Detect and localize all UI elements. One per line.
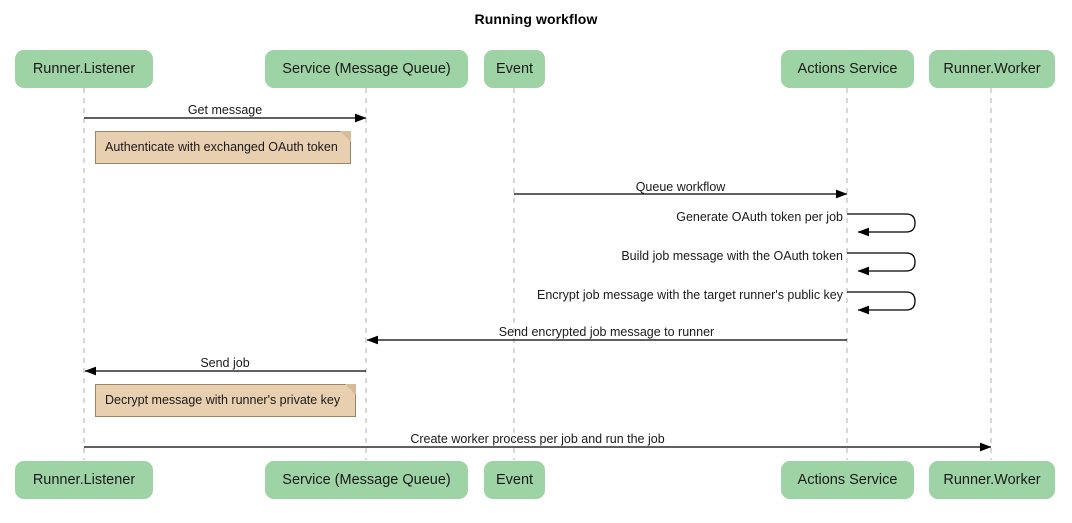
participant-runner-listener-top[interactable]: Runner.Listener bbox=[15, 50, 153, 88]
note-decrypt-message-with-runners-private-key: Decrypt message with runner's private ke… bbox=[95, 384, 356, 417]
participant-runner-worker-bottom[interactable]: Runner.Worker bbox=[929, 461, 1055, 499]
note-fold-corner-icon bbox=[340, 131, 351, 142]
lifelines-group bbox=[83, 88, 992, 460]
participant-service-message-queue-bottom[interactable]: Service (Message Queue) bbox=[265, 461, 468, 499]
note-label-authenticate-with-exchanged-oauth-token: Authenticate with exchanged OAuth token bbox=[105, 140, 338, 154]
message-build-job-message-with-the-oauth-token bbox=[847, 252, 916, 276]
note-label-decrypt-message-with-runners-private-key: Decrypt message with runner's private ke… bbox=[105, 393, 341, 407]
participant-event-bottom[interactable]: Event bbox=[484, 461, 545, 499]
note-authenticate-with-exchanged-oauth-token: Authenticate with exchanged OAuth token bbox=[95, 131, 351, 164]
message-label-get-message: Get message bbox=[187, 103, 263, 117]
message-encrypt-job-message-with-the-target-runners-public-key bbox=[847, 291, 916, 315]
participant-runner-listener-bottom[interactable]: Runner.Listener bbox=[15, 461, 153, 499]
message-arrows-group bbox=[84, 113, 992, 452]
message-generate-oauth-token-per-job bbox=[847, 213, 916, 237]
note-fold-corner-icon bbox=[345, 384, 356, 395]
message-label-build-job-message-with-the-oauth-token: Build job message with the OAuth token bbox=[621, 249, 843, 263]
message-label-create-worker-process-per-job-and-run-the-job: Create worker process per job and run th… bbox=[410, 432, 665, 446]
participant-runner-worker-top[interactable]: Runner.Worker bbox=[929, 50, 1055, 88]
participant-actions-service-bottom[interactable]: Actions Service bbox=[781, 461, 914, 499]
message-label-queue-workflow: Queue workflow bbox=[635, 180, 726, 194]
participant-event-top[interactable]: Event bbox=[484, 50, 545, 88]
message-label-send-job: Send job bbox=[200, 356, 250, 370]
message-label-generate-oauth-token-per-job: Generate OAuth token per job bbox=[676, 210, 843, 224]
message-label-encrypt-job-message-with-the-target-runners-public-key: Encrypt job message with the target runn… bbox=[536, 288, 843, 302]
participant-actions-service-top[interactable]: Actions Service bbox=[781, 50, 914, 88]
message-label-send-encrypted-job-message-to-runner: Send encrypted job message to runner bbox=[498, 325, 715, 339]
page-title: Running workflow bbox=[474, 11, 598, 27]
participant-service-message-queue-top[interactable]: Service (Message Queue) bbox=[265, 50, 468, 88]
